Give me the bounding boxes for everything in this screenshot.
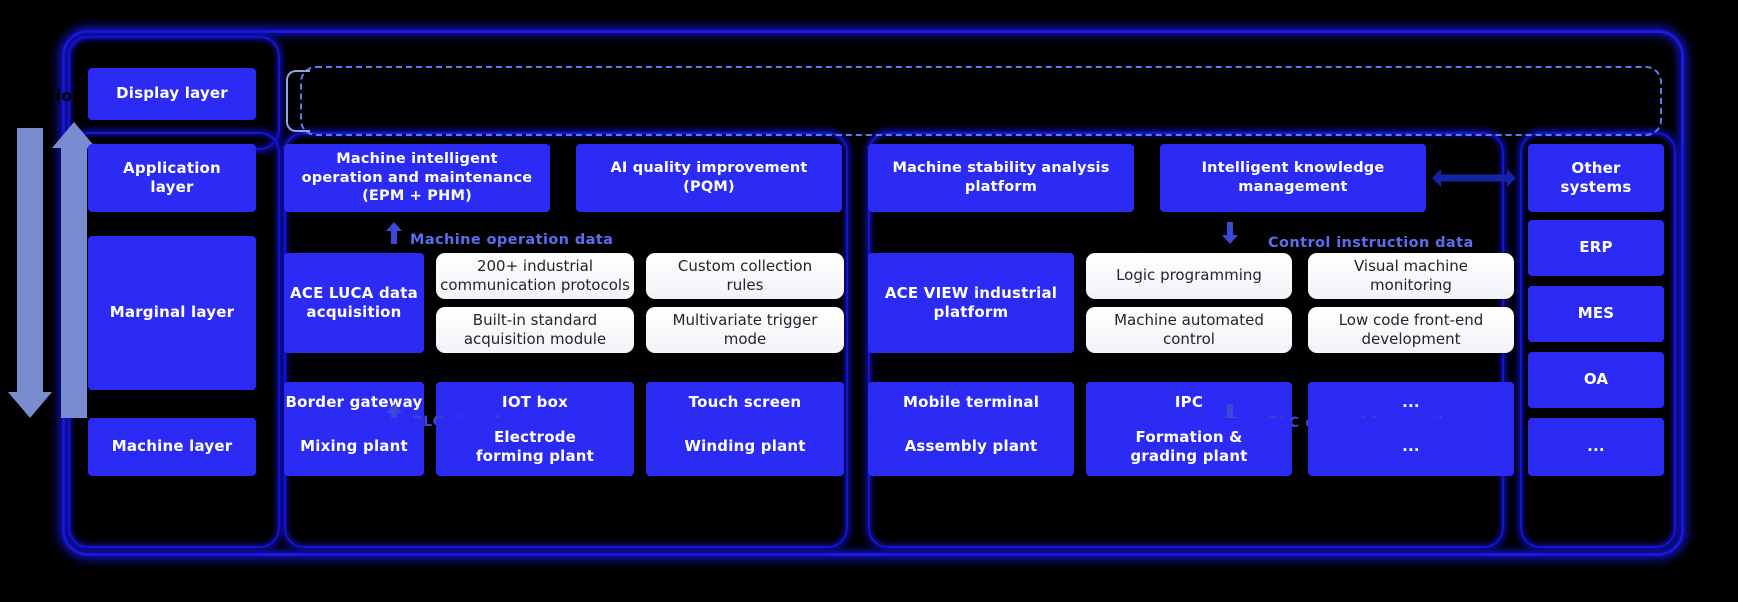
external-system-other[interactable]: Other systems — [1528, 144, 1664, 212]
external-system-oa[interactable]: OA — [1528, 352, 1664, 408]
device-mobile-terminal[interactable]: Mobile terminal — [868, 382, 1074, 424]
device-more[interactable]: ... — [1308, 382, 1514, 424]
card-visual-machine-monitoring[interactable]: Visual machine monitoring — [1308, 253, 1514, 299]
card-low-code-development[interactable]: Low code front-end development — [1308, 307, 1514, 353]
card-builtin-acquisition-module[interactable]: Built-in standard acquisition module — [436, 307, 634, 353]
plant-electrode-forming[interactable]: Electrode forming plant — [436, 418, 634, 476]
layer-label-display: Display layer — [88, 68, 256, 120]
plant-assembly[interactable]: Assembly plant — [868, 418, 1074, 476]
plant-winding[interactable]: Winding plant — [646, 418, 844, 476]
application-card-epm-phm[interactable]: Machine intelligent operation and mainte… — [284, 144, 550, 212]
plant-more[interactable]: ... — [1308, 418, 1514, 476]
external-system-more[interactable]: ... — [1528, 418, 1664, 476]
band-label-machine-operation-data: Machine operation data — [410, 232, 614, 248]
layer-label-application: Application layer — [88, 144, 256, 212]
layer-label-machine: Machine layer — [88, 418, 256, 476]
display-layer-dashed-connector — [300, 66, 1662, 136]
application-card-knowledge[interactable]: Intelligent knowledge management — [1160, 144, 1426, 212]
control-instruction-data-arrow — [1222, 222, 1238, 244]
band-label-control-instruction-data: Control instruction data — [1268, 235, 1474, 251]
machine-operation-data-arrow — [386, 222, 402, 244]
device-touch-screen[interactable]: Touch screen — [646, 382, 844, 424]
card-multivariate-trigger-mode[interactable]: Multivariate trigger mode — [646, 307, 844, 353]
card-custom-collection-rules[interactable]: Custom collection rules — [646, 253, 844, 299]
application-card-stability[interactable]: Machine stability analysis platform — [868, 144, 1134, 212]
partial-side-caption: tion — [48, 86, 84, 105]
application-to-external-link — [1432, 168, 1516, 188]
card-machine-automated-control[interactable]: Machine automated control — [1086, 307, 1292, 353]
display-layer-hook-connector — [286, 70, 310, 132]
card-industrial-protocols[interactable]: 200+ industrial communication protocols — [436, 253, 634, 299]
upward-flow-arrow — [52, 122, 96, 418]
layer-label-marginal: Marginal layer — [88, 236, 256, 390]
platform-ace-luca[interactable]: ACE LUCA data acquisition — [284, 253, 424, 353]
platform-ace-view[interactable]: ACE VIEW industrial platform — [868, 253, 1074, 353]
application-card-ai-quality[interactable]: AI quality improvement (PQM) — [576, 144, 842, 212]
device-border-gateway[interactable]: Border gateway — [284, 382, 424, 424]
device-iot-box[interactable]: IOT box — [436, 382, 634, 424]
card-logic-programming[interactable]: Logic programming — [1086, 253, 1292, 299]
external-system-mes[interactable]: MES — [1528, 286, 1664, 342]
plant-mixing[interactable]: Mixing plant — [284, 418, 424, 476]
external-system-erp[interactable]: ERP — [1528, 220, 1664, 276]
downward-flow-arrow — [8, 128, 52, 418]
device-ipc[interactable]: IPC — [1086, 382, 1292, 424]
plant-formation-grading[interactable]: Formation & grading plant — [1086, 418, 1292, 476]
